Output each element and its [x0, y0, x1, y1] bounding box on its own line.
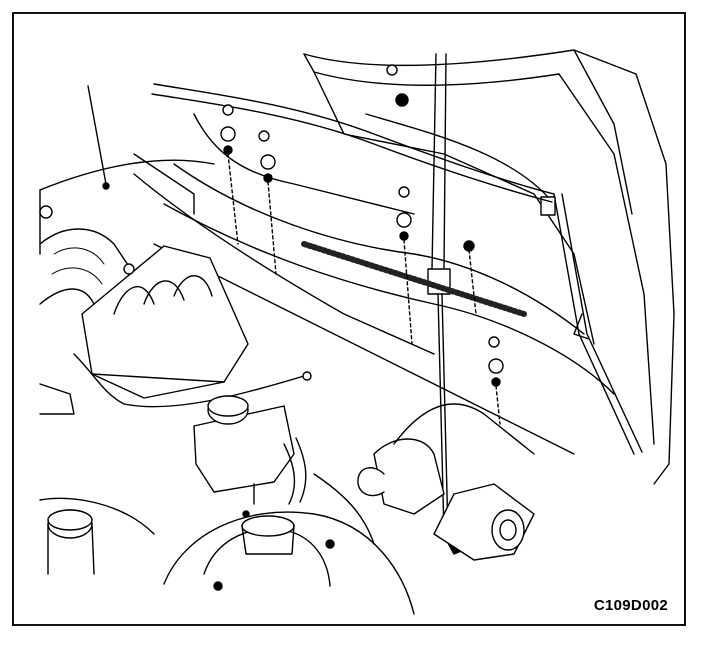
hood-support-rod — [540, 193, 643, 455]
wiper-motor — [357, 403, 535, 561]
heater-hose — [283, 437, 375, 545]
wiper-cable — [151, 83, 555, 203]
air-cleaner-box — [39, 205, 249, 399]
engine-bay-illustration — [39, 49, 675, 615]
strut-tower — [163, 510, 415, 615]
antenna — [87, 85, 110, 190]
panel-clips — [220, 64, 504, 425]
wiring-harness — [39, 353, 312, 415]
radiator-cap — [39, 497, 155, 575]
brake-fluid-reservoir — [193, 395, 295, 505]
hood — [303, 49, 675, 485]
air-intake-hose — [39, 228, 135, 305]
figure-code: C109D002 — [593, 597, 668, 614]
diagram-frame: C109D002 — [12, 12, 686, 626]
